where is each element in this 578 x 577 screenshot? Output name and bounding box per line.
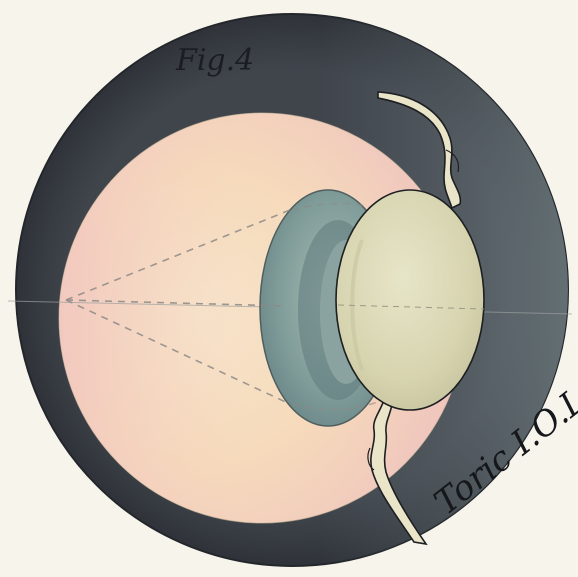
figure-caption: Fig.4 [175, 43, 254, 78]
iol-optic [336, 190, 484, 410]
